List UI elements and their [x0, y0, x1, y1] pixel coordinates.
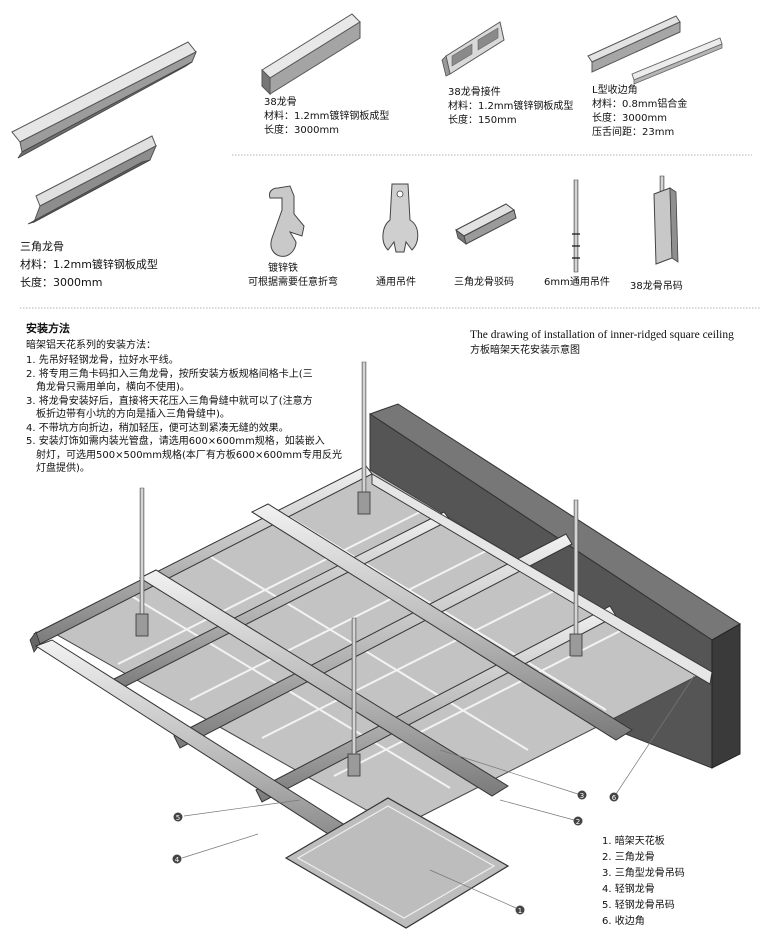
callout-leaders: [181, 675, 695, 909]
keel-38-joint-image: [441, 21, 505, 77]
legend-item: 5. 轻钢龙骨吊码: [602, 900, 675, 911]
keel-38-joint-label: 38龙骨接件 材料：1.2mm镀锌钢板成型 长度：150mm: [448, 86, 573, 128]
drawing-title-cn: 方板暗架天花安装示意图: [470, 345, 580, 356]
legend-item: 3. 三角型龙骨吊码: [602, 868, 685, 879]
method-step: 1. 先吊好轻钢龙骨，拉好水平线。: [26, 355, 179, 366]
callout-1: 1: [515, 905, 525, 915]
keel-38-joint-length: 长度：150mm: [448, 115, 517, 126]
method-step: 灯盘提供)。: [36, 463, 90, 474]
triangle-keel-name: 三角龙骨: [20, 240, 64, 253]
drawing-title-en: The drawing of installation of inner-rid…: [470, 329, 734, 341]
l-corner-length: 长度：3000mm: [592, 113, 667, 124]
method-step: 射灯，可选用500×500mm规格(本厂有方板600×600mm专用反光: [36, 449, 342, 461]
galvanized-iron-label: 镀锌铁: [268, 263, 298, 274]
method-step: 2. 将专用三角卡码扣入三角龙骨，按所安装方板规格间格卡上(三: [26, 368, 313, 380]
keel-38-hanger-image: [653, 175, 679, 265]
method-steps: 1. 先吊好轻钢龙骨，拉好水平线。 2. 将专用三角卡码扣入三角龙骨，按所安装方…: [26, 354, 342, 476]
wall-end: [711, 623, 741, 769]
keel-38-material: 材料：1.2mm镀锌钢板成型: [264, 111, 390, 122]
svg-text:3: 3: [580, 792, 584, 800]
l-corner-name: L型收边角: [592, 85, 638, 96]
hanger-6mm-label: 6mm通用吊件: [544, 277, 610, 288]
galvanized-iron-image: [269, 185, 305, 257]
method-title: 安装方法: [26, 322, 70, 335]
svg-text:4: 4: [175, 856, 180, 864]
svg-text:2: 2: [576, 818, 580, 826]
method-step: 4. 不带坑方向折边，稍加轻压，便可达到紧凑无缝的效果。: [26, 422, 289, 434]
svg-text:5: 5: [176, 814, 180, 822]
light-steel-keels: [29, 465, 617, 803]
method-step: 板折边带有小坑的方向是插入三角骨缝中)。: [36, 409, 230, 420]
triangle-clip-label: 三角龙骨驳码: [454, 277, 514, 288]
keel-38-joint-name: 38龙骨接件: [448, 87, 501, 98]
callout-3: 3: [577, 790, 587, 800]
keel-38-joint-material: 材料：1.2mm镀锌钢板成型: [448, 101, 574, 112]
legend-item: 4. 轻钢龙骨: [602, 884, 655, 895]
universal-hanger-label: 通用吊件: [376, 277, 416, 288]
legend-item: 6. 收边角: [602, 916, 645, 927]
l-corner-material: 材料：0.8mm铝合金: [592, 99, 688, 110]
edge-corner: [371, 473, 713, 685]
keel-38-image: [261, 13, 361, 96]
svg-text:1: 1: [518, 907, 522, 915]
method-subtitle: 暗架铝天花系列的安装方法：: [26, 340, 156, 351]
keel-38-label: 38龙骨 材料：1.2mm镀锌钢板成型 长度：3000mm: [264, 96, 389, 138]
l-corner-spacing: 压舌间距：23mm: [592, 127, 675, 138]
ceiling-panel: [284, 797, 510, 929]
callout-5: 5: [173, 812, 183, 822]
method-step: 5. 安装灯饰如需内装光管盘，请选用600×600mm规格，如装嵌入: [26, 436, 325, 447]
galvanized-iron-note: 可根据需要任意折弯: [248, 277, 338, 288]
keel-38-hanger-label: 38龙骨吊码: [630, 281, 683, 292]
triangle-keel-material: 材料：1.2mm镀锌钢板成型: [20, 258, 158, 271]
method-step: 角龙骨只需用单向，横向不使用)。: [36, 382, 190, 393]
triangle-keel-label: 三角龙骨 材料：1.2mm镀锌钢板成型 长度：3000mm: [20, 238, 158, 292]
triangle-keel-length: 长度：3000mm: [20, 276, 103, 289]
method-step: 3. 将龙骨安装好后，直接将天花压入三角骨缝中就可以了(注意方: [26, 395, 313, 407]
legend-item: 2. 三角龙骨: [602, 852, 655, 863]
triangle-keel-image: [11, 41, 197, 225]
legend: 1. 暗架天花板 2. 三角龙骨 3. 三角型龙骨吊码 4. 轻钢龙骨 5. 轻…: [602, 834, 685, 930]
callout-2: 2: [573, 816, 583, 826]
l-corner-image: [587, 15, 723, 85]
installation-drawing: [29, 361, 741, 929]
triangle-clip-image: [455, 203, 517, 245]
l-corner-label: L型收边角 材料：0.8mm铝合金 长度：3000mm 压舌间距：23mm: [592, 84, 687, 140]
legend-item: 1. 暗架天花板: [602, 836, 665, 847]
hanger-6mm-image: [572, 179, 580, 273]
callout-6: 6: [609, 792, 619, 802]
callout-4: 4: [172, 854, 182, 864]
suspension-rods: [135, 361, 583, 777]
keel-38-length: 长度：3000mm: [264, 125, 339, 136]
triangle-keels: [34, 503, 633, 867]
keel-38-name: 38龙骨: [264, 97, 297, 108]
svg-text:6: 6: [612, 794, 617, 802]
universal-hanger-image: [382, 183, 419, 253]
